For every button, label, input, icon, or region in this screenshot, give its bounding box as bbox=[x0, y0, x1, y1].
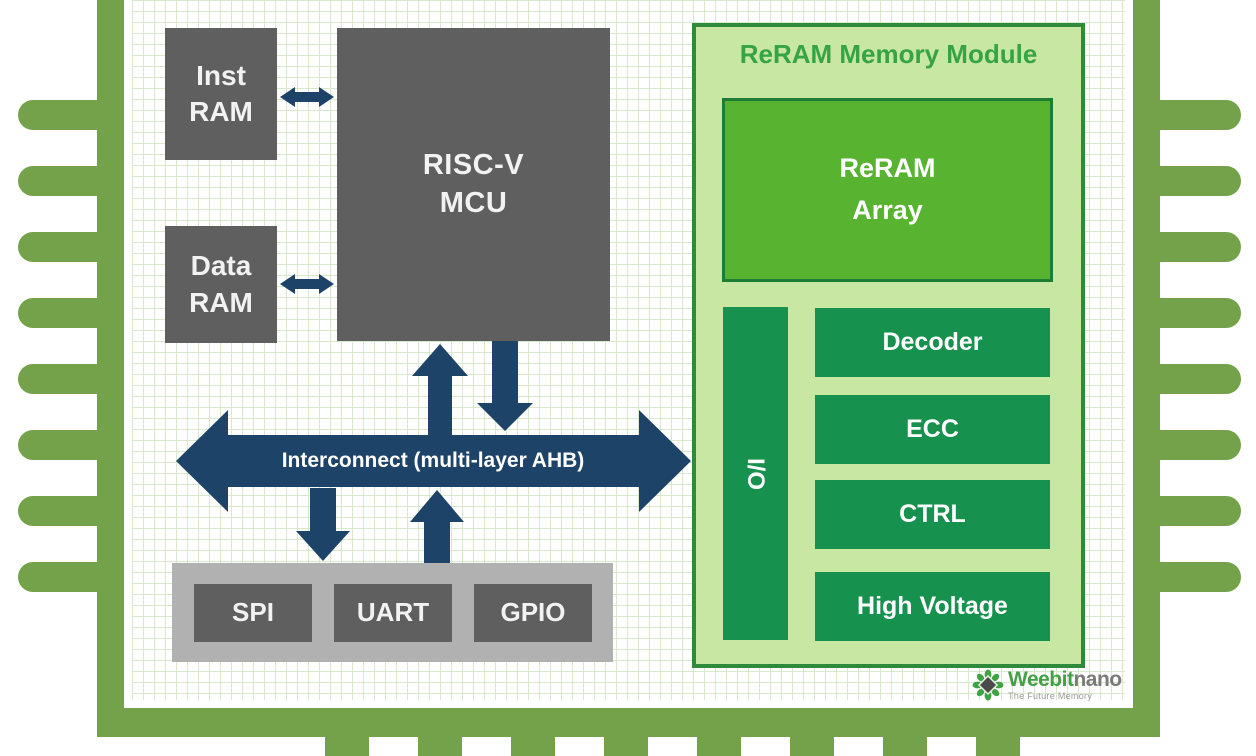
chip-pin-bottom bbox=[790, 735, 834, 756]
data-ram-label-line2: RAM bbox=[189, 286, 253, 318]
decoder-label: Decoder bbox=[882, 328, 983, 356]
inst-ram-label-line2: RAM bbox=[189, 96, 253, 127]
chip-border-bottom bbox=[97, 708, 1160, 737]
uart-label: UART bbox=[356, 597, 430, 628]
ecc-block: ECC bbox=[815, 395, 1050, 464]
weebit-logo-text: Weebitnano The Future Memory bbox=[1008, 669, 1122, 701]
weebit-logo-icon bbox=[972, 669, 1004, 701]
data-ram-block: Data RAM bbox=[165, 226, 277, 343]
chip-pin-left bbox=[18, 298, 106, 328]
high-voltage-block: High Voltage bbox=[815, 572, 1050, 641]
chip-pin-right bbox=[1153, 496, 1241, 526]
spi-block: SPI bbox=[194, 584, 312, 642]
reram-array-label-line1: ReRAM bbox=[839, 153, 936, 184]
riscv-mcu-block: RISC-V MCU bbox=[337, 28, 610, 341]
chip-pin-left bbox=[18, 232, 106, 262]
chip-pin-right bbox=[1153, 364, 1241, 394]
chip-pin-right bbox=[1153, 232, 1241, 262]
chip-pin-right bbox=[1153, 430, 1241, 460]
decoder-block: Decoder bbox=[815, 308, 1050, 377]
io-label: I/O bbox=[742, 457, 770, 490]
logo-brand-text: Weebit bbox=[1008, 668, 1074, 691]
weebit-nano-logo: Weebitnano The Future Memory bbox=[972, 669, 1134, 707]
chip-pin-right bbox=[1153, 166, 1241, 196]
chip-pin-bottom bbox=[325, 735, 369, 756]
peripheral-tray: SPI UART GPIO bbox=[172, 563, 613, 662]
chip-pin-bottom bbox=[697, 735, 741, 756]
uart-block: UART bbox=[334, 584, 452, 642]
data-ram-label-line1: Data bbox=[190, 250, 252, 282]
chip-pin-right bbox=[1153, 298, 1241, 328]
inst-ram-label-line1: Inst bbox=[196, 59, 246, 91]
mcu-label-line2: MCU bbox=[439, 186, 508, 219]
ctrl-label: CTRL bbox=[899, 500, 966, 528]
gpio-block: GPIO bbox=[474, 584, 592, 642]
chip-pin-bottom bbox=[883, 735, 927, 756]
chip-pin-right bbox=[1153, 100, 1241, 130]
spi-label: SPI bbox=[232, 597, 274, 628]
chip-pin-left bbox=[18, 364, 106, 394]
reram-memory-module: ReRAM Memory Module ReRAM Array I/O Deco… bbox=[692, 23, 1085, 668]
interconnect-label: Interconnect (multi-layer AHB) bbox=[281, 449, 585, 472]
chip-pin-left bbox=[18, 496, 106, 526]
chip-pin-bottom bbox=[976, 735, 1020, 756]
high-voltage-label: High Voltage bbox=[857, 592, 1008, 620]
chip-pin-bottom bbox=[418, 735, 462, 756]
reram-module-title: ReRAM Memory Module bbox=[739, 39, 1038, 69]
io-block: I/O bbox=[723, 307, 788, 640]
chip-pin-bottom bbox=[604, 735, 648, 756]
ctrl-block: CTRL bbox=[815, 480, 1050, 549]
chip-pin-left bbox=[18, 100, 106, 130]
chip-pin-left bbox=[18, 430, 106, 460]
ecc-label: ECC bbox=[906, 415, 959, 443]
chip-pin-right bbox=[1153, 562, 1241, 592]
reram-array-block: ReRAM Array bbox=[722, 98, 1053, 282]
chip-pin-bottom bbox=[511, 735, 555, 756]
gpio-label: GPIO bbox=[500, 597, 566, 628]
inst-ram-block: Inst RAM bbox=[165, 28, 277, 160]
chip-pin-left bbox=[18, 562, 106, 592]
reram-array-label-line2: Array bbox=[852, 195, 923, 225]
mcu-label-line1: RISC-V bbox=[422, 148, 525, 181]
chip-pin-left bbox=[18, 166, 106, 196]
logo-tagline-text: The Future Memory bbox=[1008, 691, 1093, 701]
logo-suffix-text: nano bbox=[1073, 668, 1122, 691]
